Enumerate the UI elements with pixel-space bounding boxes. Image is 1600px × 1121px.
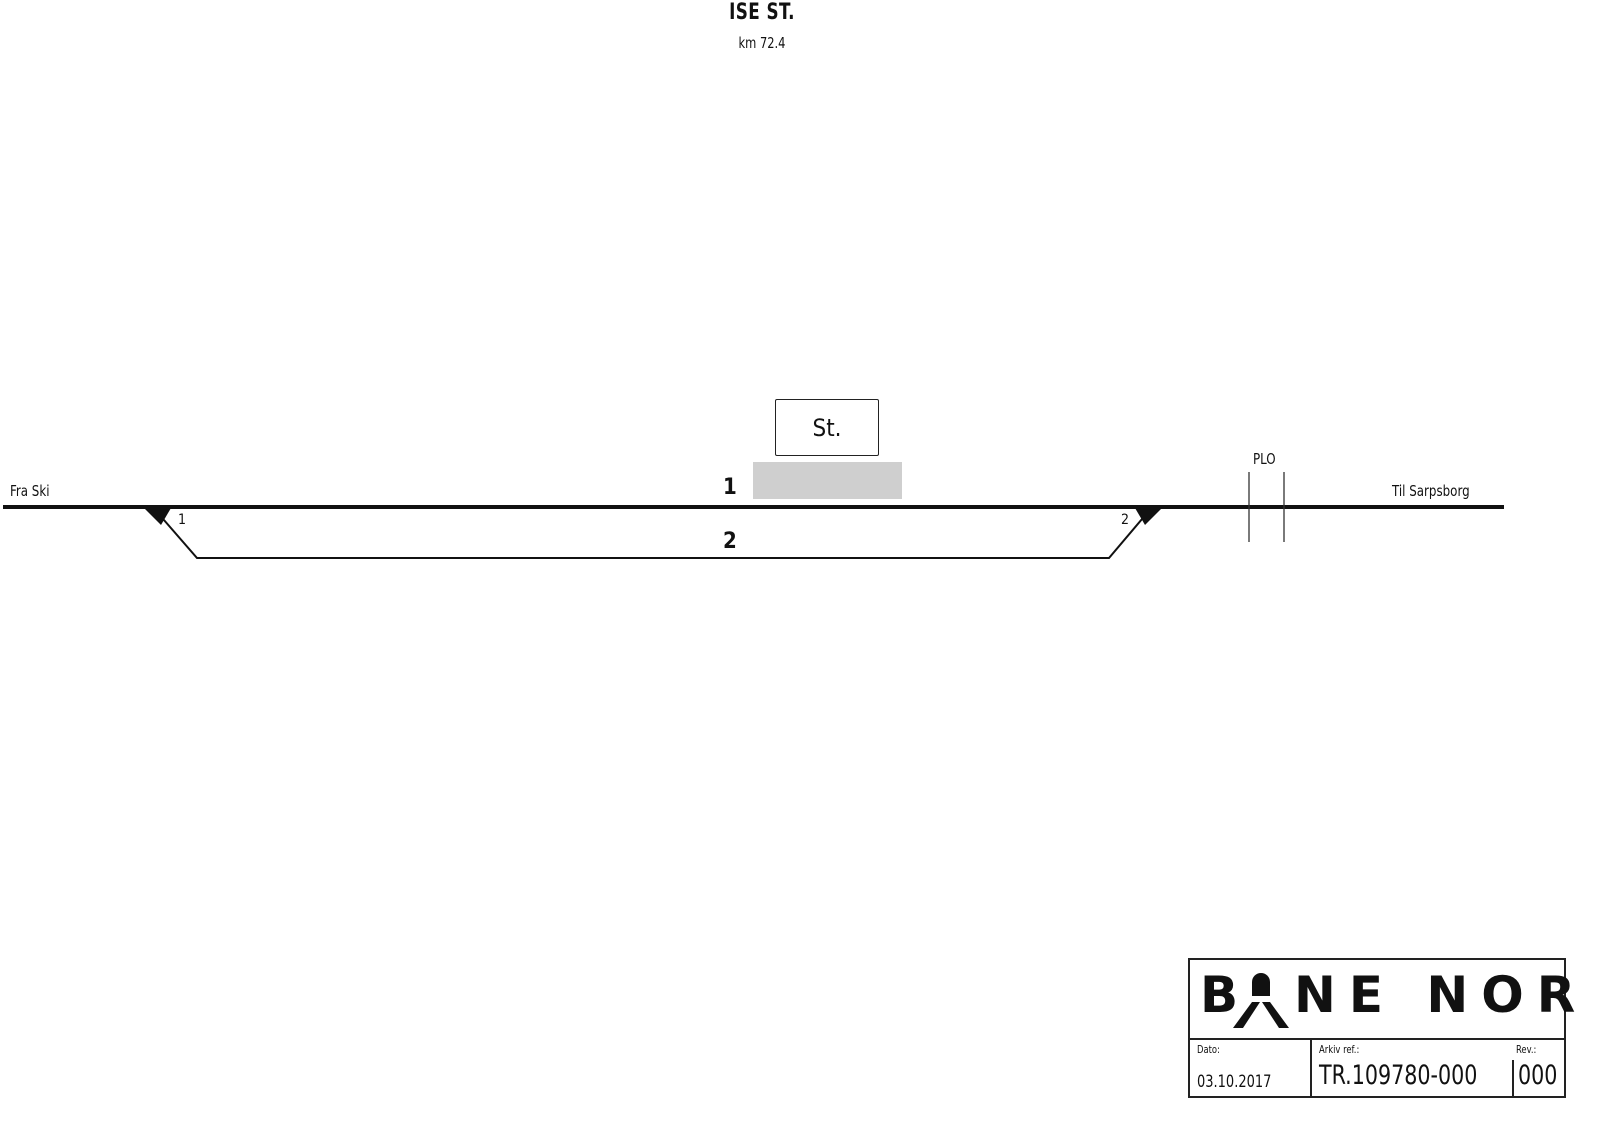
bane-nor-logo: B NE NOR: [1190, 960, 1575, 1040]
switch-2-number: 2: [1121, 512, 1130, 528]
direction-to-label: Til Sarpsborg: [1392, 482, 1470, 500]
switch-1-number: 1: [178, 512, 187, 528]
date-caption: Dato:: [1197, 1043, 1220, 1056]
platform: [753, 462, 902, 499]
tunnel-icon: [1252, 973, 1270, 996]
rev-divider: [1512, 1060, 1514, 1096]
switch-2-icon: [1135, 508, 1162, 525]
plo-label: PLO: [1253, 450, 1276, 468]
rev-value: 000: [1518, 1060, 1558, 1091]
km-marker: km 72.4: [738, 34, 786, 52]
direction-from-label: Fra Ski: [10, 482, 50, 500]
date-cell: Dato: 03.10.2017: [1190, 1040, 1312, 1096]
track-1-number: 1: [723, 475, 737, 500]
track-2-line: [156, 511, 1149, 559]
logo-letter-b: B: [1200, 966, 1241, 1024]
track-2-number: 2: [723, 529, 737, 554]
date-value: 03.10.2017: [1197, 1072, 1272, 1092]
rev-cell: Rev.: 000: [1512, 1040, 1564, 1096]
station-title: ISE ST.: [729, 0, 795, 25]
archive-cell: Arkiv ref.: TR.109780-000: [1312, 1040, 1512, 1096]
title-block: B NE NOR Dato: 03.10.2017 Arkiv ref.: TR…: [1188, 958, 1575, 1098]
station-building-label: St.: [812, 413, 842, 442]
rev-caption: Rev.:: [1516, 1043, 1537, 1056]
archive-value: TR.109780-000: [1319, 1060, 1478, 1091]
switch-1-icon: [144, 508, 171, 525]
logo-graphic: [1233, 973, 1289, 1028]
station-building: St.: [775, 399, 879, 456]
archive-caption: Arkiv ref.:: [1319, 1043, 1360, 1056]
logo-text: NE NOR: [1294, 966, 1589, 1024]
